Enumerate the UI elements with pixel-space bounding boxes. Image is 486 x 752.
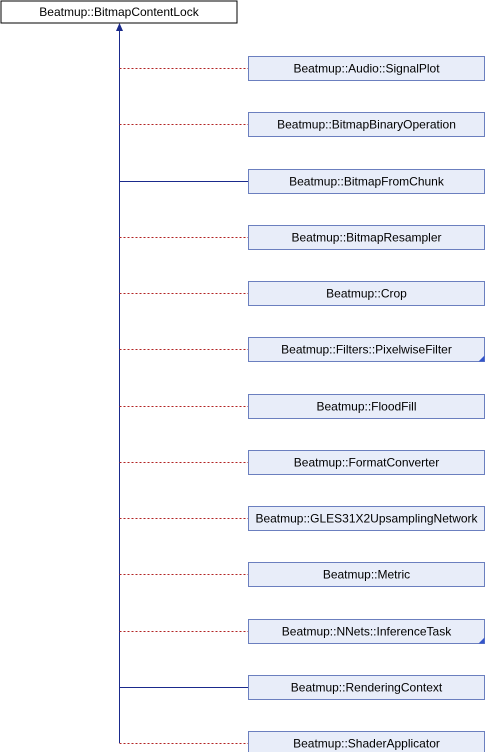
derived-class-box [248,450,485,475]
derived-class-box [248,112,485,137]
inheritance-arrowhead [116,23,123,31]
derived-class-box [248,56,485,81]
derived-class-box [248,506,485,531]
root-class-label: Beatmup::BitmapContentLock [39,5,199,19]
derived-class-node[interactable]: Beatmup::RenderingContext [248,675,485,700]
derived-class-label: Beatmup::Filters::PixelwiseFilter [281,343,452,357]
derived-class-node[interactable]: Beatmup::ShaderApplicator [248,731,485,752]
derived-class-box [248,731,485,752]
derived-class-node[interactable]: Beatmup::Metric [248,562,485,587]
derived-class-label: Beatmup::Audio::SignalPlot [293,62,440,76]
derived-class-label: Beatmup::GLES31X2UpsamplingNetwork [255,512,478,526]
derived-class-label: Beatmup::Metric [323,568,410,582]
more-subclasses-marker [478,355,485,362]
derived-class-label: Beatmup::RenderingContext [291,681,443,695]
derived-class-node[interactable]: Beatmup::Filters::PixelwiseFilter [248,337,485,362]
derived-class-label: Beatmup::BitmapFromChunk [289,175,445,189]
derived-class-box [248,281,485,306]
derived-class-node[interactable]: Beatmup::FormatConverter [248,450,485,475]
root-class-node[interactable]: Beatmup::BitmapContentLock [0,0,238,24]
derived-class-box [248,619,485,644]
derived-class-node[interactable]: Beatmup::FloodFill [248,394,485,419]
derived-class-box [248,675,485,700]
derived-class-node[interactable]: Beatmup::BitmapBinaryOperation [248,112,485,137]
derived-class-nodes: Beatmup::Audio::SignalPlotBeatmup::Bitma… [248,56,485,752]
derived-class-box [248,562,485,587]
root-class-box [0,0,238,24]
derived-class-label: Beatmup::ShaderApplicator [293,737,440,751]
inheritance-edges [116,23,248,744]
derived-class-box [248,225,485,250]
more-subclasses-marker [478,637,485,644]
derived-class-label: Beatmup::BitmapBinaryOperation [277,118,456,132]
derived-class-box [248,394,485,419]
derived-class-node[interactable]: Beatmup::Audio::SignalPlot [248,56,485,81]
derived-class-node[interactable]: Beatmup::NNets::InferenceTask [248,619,485,644]
derived-class-label: Beatmup::NNets::InferenceTask [282,625,452,639]
derived-class-node[interactable]: Beatmup::BitmapFromChunk [248,169,485,194]
derived-class-node[interactable]: Beatmup::BitmapResampler [248,225,485,250]
derived-class-label: Beatmup::FormatConverter [294,456,439,470]
derived-class-label: Beatmup::BitmapResampler [291,231,441,245]
derived-class-label: Beatmup::Crop [326,287,407,301]
derived-class-box [248,337,485,362]
derived-class-label: Beatmup::FloodFill [316,400,416,414]
derived-class-node[interactable]: Beatmup::GLES31X2UpsamplingNetwork [248,506,485,531]
derived-class-node[interactable]: Beatmup::Crop [248,281,485,306]
derived-class-box [248,169,485,194]
